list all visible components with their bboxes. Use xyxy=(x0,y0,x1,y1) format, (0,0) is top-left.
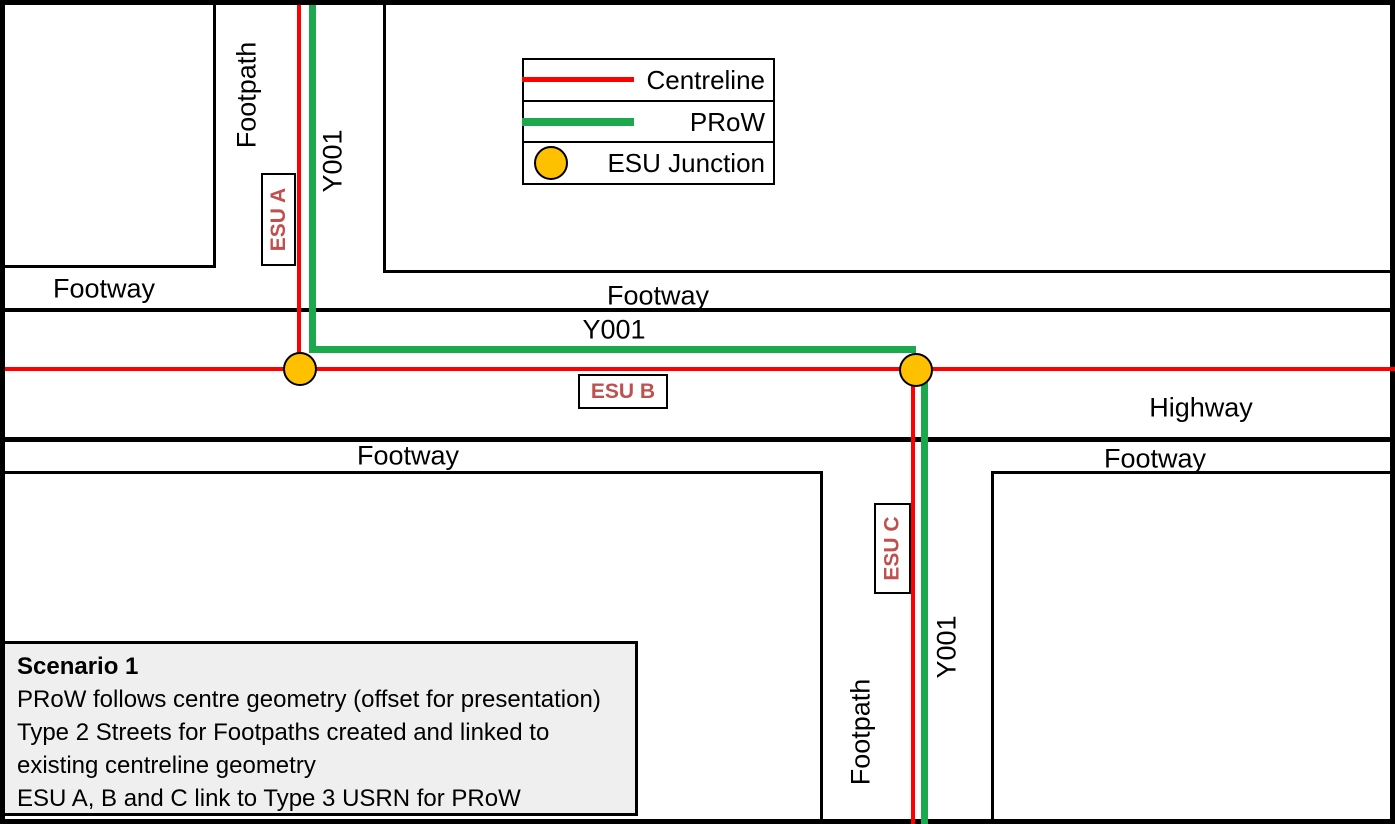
block-bottomright-left-edge xyxy=(991,471,994,824)
esu-c-label: ESU C xyxy=(881,516,904,581)
highway-label: Highway xyxy=(1149,392,1253,423)
highway-bottom-line xyxy=(0,437,1395,442)
y001-mid-label: Y001 xyxy=(582,314,646,345)
esu-junction-node-left xyxy=(283,352,317,386)
footpath-top-label: Footpath xyxy=(231,41,262,149)
block-topleft-bottom-edge xyxy=(0,265,216,268)
centreline-horizontal-highway xyxy=(5,367,1395,371)
footway-top-left-label: Footway xyxy=(52,273,156,304)
legend-row-prow: PRoW xyxy=(522,102,773,144)
esu-junction-legend-swatch xyxy=(534,146,568,181)
scenario-line-1: PRoW follows centre geometry (offset for… xyxy=(17,686,601,714)
scenario-note-box: Scenario 1 PRoW follows centre geometry … xyxy=(2,641,638,816)
esu-a-label: ESU A xyxy=(267,187,290,252)
legend-prow-label: PRoW xyxy=(689,106,765,137)
block-topright-left-edge xyxy=(383,0,386,273)
scenario-line-4: ESU A, B and C link to Type 3 USRN for P… xyxy=(17,785,521,813)
block-bottomleft-right-edge xyxy=(820,471,823,824)
footpath-bottom-label: Footpath xyxy=(845,678,876,786)
centreline-vertical-bottom xyxy=(911,369,915,824)
footway-mid-left-bottom-line xyxy=(0,471,823,474)
legend-esu-junction-label: ESU Junction xyxy=(607,148,765,179)
centreline-legend-swatch xyxy=(522,77,634,83)
prow-legend-swatch xyxy=(522,117,634,126)
scenario-line-3: existing centreline geometry xyxy=(17,752,316,780)
block-bottomright-top-edge xyxy=(991,471,1395,474)
block-topleft-right-edge xyxy=(213,0,216,268)
legend-row-esu-junction: ESU Junction xyxy=(524,143,773,183)
y001-top-label: Y001 xyxy=(317,129,348,193)
prow-vertical-top xyxy=(309,5,316,352)
footway-top-bottom-line xyxy=(0,308,1395,312)
legend: Centreline PRoW ESU Junction xyxy=(522,58,775,185)
block-topright-bottom-edge xyxy=(383,270,1395,273)
esu-c-label-box: ESU C xyxy=(874,503,911,594)
footway-mid-left-label: Footway xyxy=(356,440,460,471)
esu-b-label: ESU B xyxy=(590,380,656,403)
scenario-line-2: Type 2 Streets for Footpaths created and… xyxy=(17,719,550,747)
y001-bottom-label: Y001 xyxy=(931,615,962,679)
footway-top-center-label: Footway xyxy=(606,280,710,311)
footway-mid-right-label: Footway xyxy=(1103,443,1207,474)
prow-horizontal xyxy=(309,346,916,353)
legend-centreline-label: Centreline xyxy=(646,64,765,95)
esu-a-label-box: ESU A xyxy=(261,173,296,266)
esu-b-label-box: ESU B xyxy=(578,374,668,409)
scenario-title: Scenario 1 xyxy=(17,653,139,680)
esu-junction-node-right xyxy=(899,353,933,387)
centreline-vertical-top xyxy=(297,5,301,371)
prow-vertical-bottom xyxy=(921,369,928,824)
legend-row-centreline: Centreline xyxy=(522,60,773,102)
